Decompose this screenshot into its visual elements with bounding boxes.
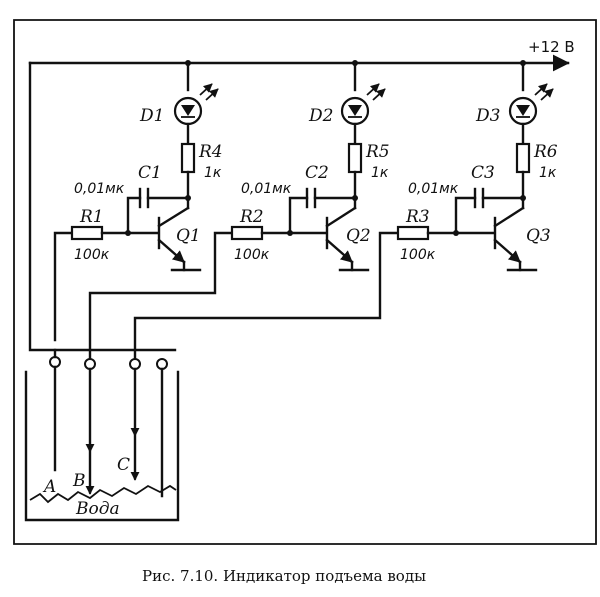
- led-d3: [508, 83, 554, 126]
- probe-b: [84, 358, 96, 495]
- value-r5: 1к: [371, 165, 389, 181]
- supply-rail: +12 B: [28, 38, 575, 72]
- label-r6: R6: [533, 142, 558, 162]
- led-d2: [340, 83, 386, 126]
- resistor-r2: [230, 225, 264, 241]
- transistor-q3: [493, 206, 538, 272]
- label-r5: R5: [365, 142, 390, 162]
- resistor-r3: [396, 225, 430, 241]
- transistor-q2: [325, 206, 370, 272]
- value-r4: 1к: [204, 165, 222, 181]
- resistor-r6: [515, 142, 531, 174]
- common-wire: [28, 61, 177, 352]
- stage-1: [53, 61, 219, 342]
- label-r2: R2: [239, 207, 264, 227]
- label-r4: R4: [198, 142, 223, 162]
- label-r1: R1: [79, 207, 104, 227]
- value-c1: 0,01мк: [74, 181, 125, 197]
- value-r1: 100к: [74, 247, 110, 263]
- outer-frame: [13, 19, 597, 545]
- probe-a-label: A: [42, 477, 56, 497]
- resistor-r5: [347, 142, 363, 174]
- probe-a: [49, 348, 61, 472]
- probe-c: [129, 358, 141, 481]
- figure-caption: Рис. 7.10. Индикатор подъема воды: [142, 567, 426, 585]
- label-d1: D1: [139, 106, 164, 126]
- resistor-r1: [70, 225, 104, 241]
- water-label: Вода: [75, 499, 120, 519]
- label-r3: R3: [405, 207, 430, 227]
- label-c3: C3: [471, 163, 495, 183]
- label-c2: C2: [305, 163, 329, 183]
- supply-label: +12 B: [528, 38, 575, 56]
- value-r2: 100к: [234, 247, 270, 263]
- value-c2: 0,01мк: [241, 181, 292, 197]
- label-c1: C1: [138, 163, 162, 183]
- label-q1: Q1: [176, 226, 201, 246]
- label-d2: D2: [308, 106, 333, 126]
- transistor-q1: [157, 206, 202, 272]
- water-tank: Вода: [24, 370, 180, 522]
- stage-3: [133, 61, 554, 362]
- probe-d: [156, 358, 168, 498]
- probe-c-label: C: [117, 455, 130, 475]
- value-r3: 100к: [400, 247, 436, 263]
- led-d1: [173, 83, 219, 126]
- stage-2: [88, 61, 386, 362]
- label-q2: Q2: [346, 226, 371, 246]
- label-q3: Q3: [526, 226, 551, 246]
- resistor-r4: [180, 142, 196, 174]
- value-c3: 0,01мк: [408, 181, 459, 197]
- probe-b-label: B: [72, 471, 86, 491]
- label-d3: D3: [475, 106, 500, 126]
- value-r6: 1к: [539, 165, 557, 181]
